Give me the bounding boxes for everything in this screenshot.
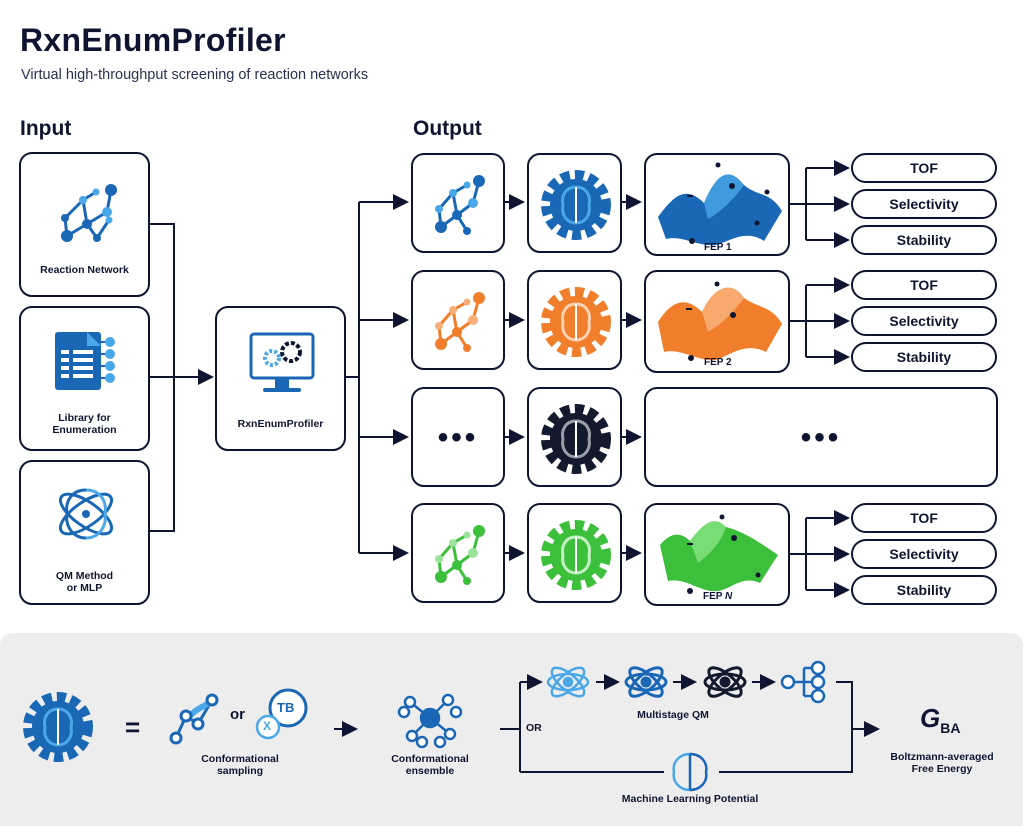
row1-selectivity-pill: Selectivity [851, 189, 997, 219]
input-label: Library for Enumeration [52, 412, 117, 436]
atom-icon-blue [624, 666, 668, 698]
row4-stability-pill: Stability [851, 575, 997, 605]
library-document-icon [55, 332, 115, 390]
brain-icon [672, 752, 708, 792]
rxnenumprofiler-box: RxnEnumProfiler [215, 306, 346, 451]
row2-selectivity-pill: Selectivity [851, 306, 997, 336]
fep-label: FEP N [703, 591, 733, 602]
row2-fep-box: FEP 2 [644, 270, 790, 373]
conformational-sampling-icon [169, 693, 219, 745]
row3-qm-box [527, 387, 622, 487]
row1-tof-pill: TOF [851, 153, 997, 183]
input-library: Library for Enumeration [19, 306, 150, 451]
network-icon [61, 184, 117, 242]
gear-brain-icon [541, 287, 611, 357]
row4-selectivity-pill: Selectivity [851, 539, 997, 569]
gear-brain-icon [23, 692, 93, 762]
x-label: X [263, 719, 272, 733]
network-icon [435, 175, 485, 235]
row4-network-box [411, 503, 505, 603]
input-label: Reaction Network [40, 264, 129, 276]
page-subtitle: Virtual high-throughput screening of rea… [21, 67, 369, 83]
conformational-sampling-label: Conformational sampling [201, 753, 279, 777]
row2-network-box [411, 270, 505, 370]
profiler-label: RxnEnumProfiler [237, 418, 324, 430]
gibbs-symbol: GBA [920, 703, 961, 737]
or-branch-label: OR [526, 722, 542, 734]
row2-stability-pill: Stability [851, 342, 997, 372]
row2-tof-pill: TOF [851, 270, 997, 300]
conformational-ensemble-icon [397, 693, 463, 749]
row1-qm-box [527, 153, 622, 253]
atom-icon-dark [703, 666, 747, 698]
row4-tof-pill: TOF [851, 503, 997, 533]
tb-label: TB [277, 700, 295, 715]
input-reaction-network: Reaction Network [19, 152, 150, 297]
gear-brain-icon [541, 170, 611, 240]
energy-surface-icon [658, 281, 782, 361]
row4-qm-box [527, 503, 622, 603]
tb-method-icon [255, 688, 308, 740]
row2-qm-box [527, 270, 622, 370]
conformational-ensemble-label: Conformational ensemble [391, 753, 469, 777]
row1-network-box [411, 153, 505, 253]
energy-surface-icon [658, 162, 782, 246]
input-label: QM Method or MLP [55, 570, 114, 594]
row3-ellipsis-wide-box: ••• [644, 387, 998, 487]
network-icon [435, 525, 485, 585]
boltzmann-label: Boltzmann-averaged Free Energy [890, 751, 994, 775]
atom-icon-light [546, 666, 590, 698]
atom-brain-icon [58, 488, 114, 540]
energy-surface-icon [660, 514, 778, 594]
row3-ellipsis-box: ••• [411, 387, 505, 487]
row1-stability-pill: Stability [851, 225, 997, 255]
fep-label: FEP 1 [704, 242, 732, 253]
fep-label: FEP 2 [704, 357, 732, 368]
gear-brain-icon [541, 404, 611, 474]
multistage-qm-label: Multistage QM [637, 709, 709, 721]
or-label: or [230, 706, 245, 723]
ellipsis-label: ••• [437, 421, 479, 454]
row1-fep-box: FEP 1 [644, 153, 790, 256]
selection-tree-icon [780, 660, 826, 704]
input-qm-method: QM Method or MLP [19, 460, 150, 605]
ellipsis-label: ••• [800, 421, 842, 454]
network-icon [435, 292, 485, 352]
computer-gears-icon [249, 332, 315, 392]
page-title: RxnEnumProfiler [20, 22, 286, 58]
mlp-label: Machine Learning Potential [621, 793, 759, 805]
output-heading: Output [413, 117, 482, 140]
equals-sign: = [125, 712, 141, 742]
row4-fep-box: FEP N [644, 503, 790, 606]
input-heading: Input [20, 117, 72, 140]
gear-brain-icon [541, 520, 611, 590]
